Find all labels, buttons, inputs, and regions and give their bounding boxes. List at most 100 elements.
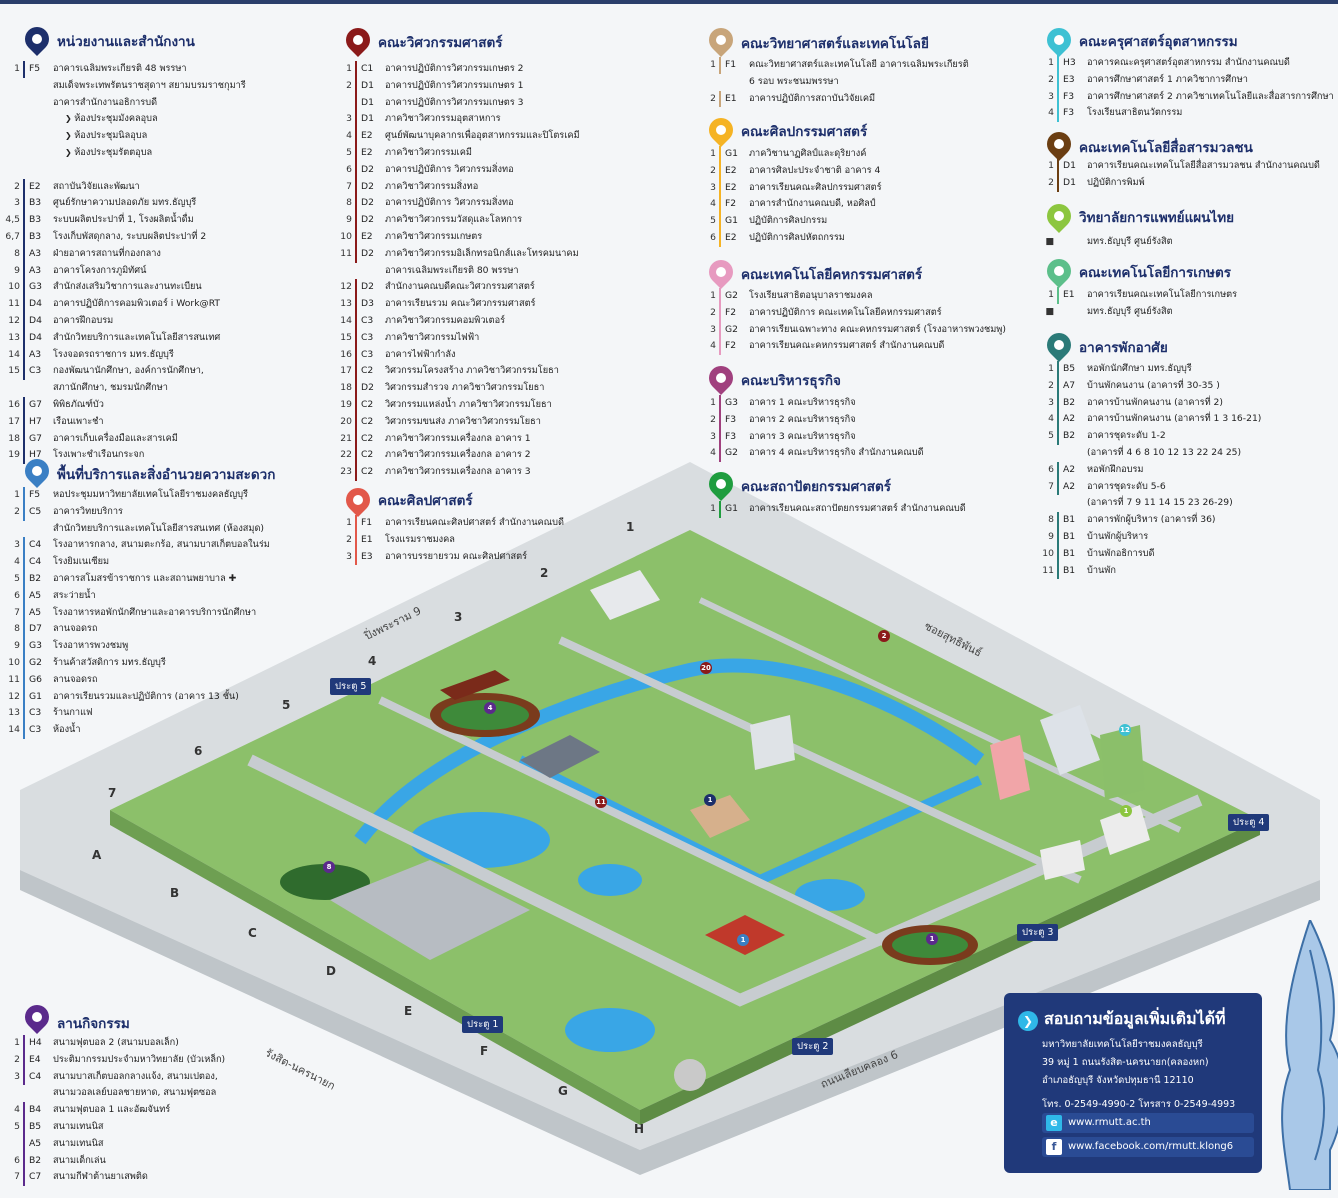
map-marker[interactable]: 1	[704, 794, 716, 806]
map-marker[interactable]: 1	[1120, 805, 1132, 817]
map-marker[interactable]: 20	[700, 662, 712, 674]
list-item[interactable]: (อาคารที่ 7 9 11 14 15 23 26-29)	[1034, 495, 1261, 512]
map-marker[interactable]: 2	[878, 630, 890, 642]
list-item[interactable]: ห้องประชุมนิลอุบล	[0, 128, 246, 145]
list-item[interactable]: ห้องประชุมรัตตอุบล	[0, 145, 246, 162]
map-marker[interactable]: 12	[1119, 724, 1131, 736]
list-item[interactable]: อาคารเฉลิมพระเกียรติ 80 พรรษา	[332, 263, 580, 280]
list-item[interactable]: (อาคารที่ 4 6 8 10 12 13 22 24 25)	[1034, 445, 1261, 462]
list-item[interactable]: ■มทร.ธัญบุรี ศูนย์รังสิต	[1034, 234, 1172, 251]
map-marker[interactable]: 1	[737, 934, 749, 946]
map-marker[interactable]: 1	[926, 933, 938, 945]
gate-2[interactable]: ประตู 2	[792, 1038, 834, 1055]
map-marker[interactable]: 11	[595, 796, 607, 808]
list-item[interactable]: 6 รอบ พระชนมพรรษา	[696, 74, 969, 91]
gate-3[interactable]: ประตู 3	[1017, 924, 1059, 941]
list-item[interactable]: สนามวอลเลย์บอลชายหาด, สนามฟุตซอล	[0, 1085, 225, 1102]
map-marker[interactable]: 8	[323, 861, 335, 873]
gate-5[interactable]: ประตู 5	[330, 678, 372, 695]
list-item[interactable]: ห้องประชุมมังคลอุบล	[0, 111, 246, 128]
gate-4[interactable]: ประตู 4	[1228, 814, 1270, 831]
list-item[interactable]: สำนักวิทยบริการและเทคโนโลยีสารสนเทศ (ห้อ…	[0, 521, 270, 538]
list-item[interactable]: สภานักศึกษา, ชมรมนักศึกษา	[0, 380, 246, 397]
list-item[interactable]: สมเด็จพระเทพรัตนราชสุดาฯ สยามบรมราชกุมาร…	[0, 78, 246, 95]
map-marker[interactable]: 4	[484, 702, 496, 714]
list-item[interactable]: ■มทร.ธัญบุรี ศูนย์รังสิต	[1034, 304, 1237, 321]
gate-1[interactable]: ประตู 1	[462, 1016, 504, 1033]
